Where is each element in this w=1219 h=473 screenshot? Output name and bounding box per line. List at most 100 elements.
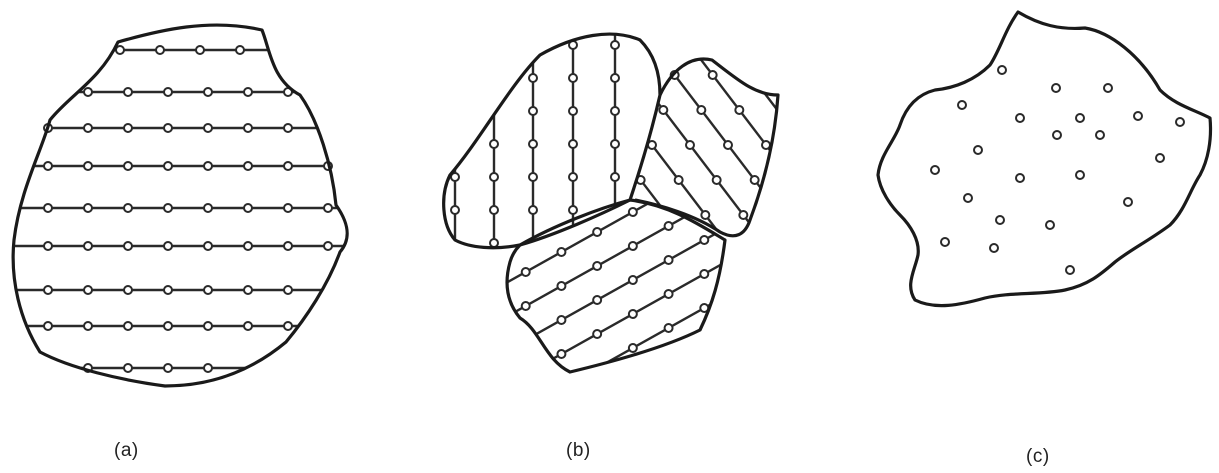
lattice-point (124, 162, 132, 170)
lattice-point (557, 316, 565, 324)
lattice-point (490, 239, 498, 247)
polycrystal-figure (444, 20, 884, 473)
lattice-point (84, 242, 92, 250)
lattice-point (686, 141, 694, 149)
lattice-point (724, 141, 732, 149)
lattice-point (44, 242, 52, 250)
lattice-point (204, 88, 212, 96)
lattice-point (204, 124, 212, 132)
lattice-point (557, 248, 565, 256)
lattice-point (709, 71, 717, 79)
atom-point (998, 66, 1006, 74)
grain-boundary-a (13, 25, 347, 386)
lattice-point (611, 41, 619, 49)
atom-point (1066, 266, 1074, 274)
lattice-point (611, 140, 619, 148)
atom-point (1016, 174, 1024, 182)
lattice-point (116, 46, 124, 54)
lattice-point (204, 242, 212, 250)
lattice-point (700, 270, 708, 278)
lattice-point (700, 236, 708, 244)
lattice-point (164, 364, 172, 372)
lattice-point (529, 206, 537, 214)
lattice-point (529, 173, 537, 181)
lattice-point (522, 302, 530, 310)
lattice-point (284, 162, 292, 170)
lattice-point (244, 162, 252, 170)
lattice-point (665, 324, 673, 332)
lattice-point (284, 124, 292, 132)
atom-point (1124, 198, 1132, 206)
lattice-point (522, 268, 530, 276)
lattice-point (156, 46, 164, 54)
lattice-point (557, 350, 565, 358)
caption-a: (a) (114, 440, 139, 462)
amorphous-figure (878, 12, 1211, 306)
lattice-point (665, 222, 673, 230)
atom-point (974, 146, 982, 154)
lattice-point (84, 162, 92, 170)
lattice-point (164, 88, 172, 96)
lattice-point (529, 74, 537, 82)
lattice-point (204, 162, 212, 170)
lattice-point (164, 286, 172, 294)
lattice-line (490, 322, 740, 462)
atom-point (996, 216, 1004, 224)
lattice-point (284, 242, 292, 250)
lattice-point (593, 228, 601, 236)
lattice-point (44, 322, 52, 330)
lattice-point (735, 106, 743, 114)
lattice-point (44, 286, 52, 294)
atom-point (958, 101, 966, 109)
lattice-point (665, 290, 673, 298)
lattice-line (490, 356, 740, 473)
atom-point (941, 238, 949, 246)
lattice-point (124, 204, 132, 212)
lattice-point (244, 88, 252, 96)
lattice-point (490, 206, 498, 214)
lattice-point (529, 107, 537, 115)
lattice-point (739, 211, 747, 219)
atom-point (1104, 84, 1112, 92)
atom-point (964, 194, 972, 202)
grain-boundary-b2 (635, 59, 778, 236)
lattice-point (675, 176, 683, 184)
lattice-point (84, 322, 92, 330)
lattice-point (244, 124, 252, 132)
lattice-point (164, 204, 172, 212)
lattice-point (751, 176, 759, 184)
lattice-point (324, 242, 332, 250)
caption-c: (c) (1026, 446, 1050, 468)
lattice-point (665, 256, 673, 264)
single-crystal-figure (0, 25, 360, 386)
lattice-point (629, 242, 637, 250)
lattice-point (701, 211, 709, 219)
atom-point (1046, 221, 1054, 229)
grain-boundary-b3 (507, 200, 725, 372)
atom-point (1156, 154, 1164, 162)
atom-point (990, 244, 998, 252)
lattice-point (611, 173, 619, 181)
lattice-point (84, 204, 92, 212)
atom-point (1052, 84, 1060, 92)
lattice-point (593, 296, 601, 304)
lattice-point (204, 286, 212, 294)
lattice-point (593, 330, 601, 338)
lattice-point (204, 364, 212, 372)
lattice-point (611, 107, 619, 115)
lattice-point (124, 88, 132, 96)
lattice-point (569, 107, 577, 115)
atom-point (1096, 131, 1104, 139)
lattice-point (569, 173, 577, 181)
caption-b: (b) (566, 440, 591, 462)
lattice-lines-a (0, 50, 360, 368)
lattice-point (44, 204, 52, 212)
lattice-point (629, 276, 637, 284)
lattice-point (629, 208, 637, 216)
atom-point (1016, 114, 1024, 122)
lattice-point (713, 176, 721, 184)
atom-point (1076, 114, 1084, 122)
lattice-point (196, 46, 204, 54)
lattice-point (244, 204, 252, 212)
